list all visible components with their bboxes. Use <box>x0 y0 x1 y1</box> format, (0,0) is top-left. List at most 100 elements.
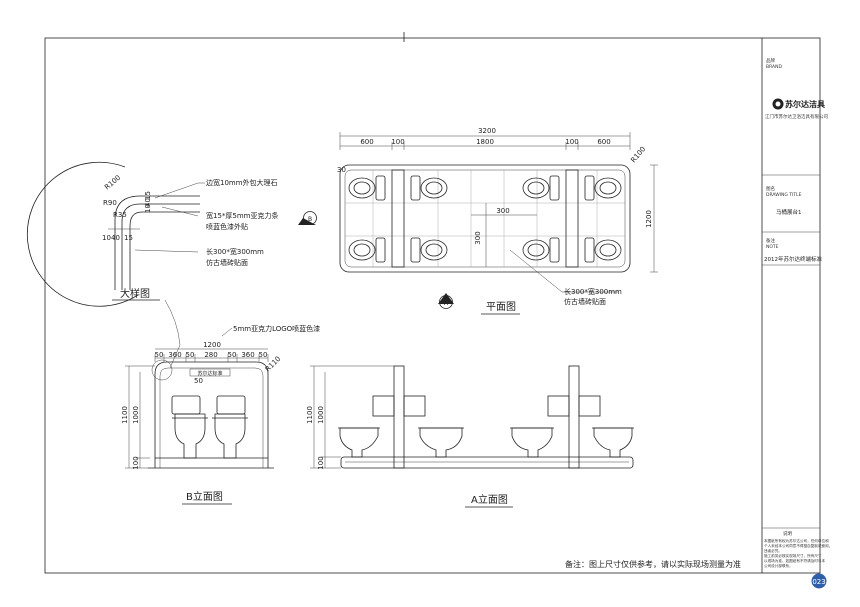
detail-d40: 40 <box>144 198 152 207</box>
statement-title: 说明 <box>783 530 792 537</box>
plan-platform-inner <box>344 169 626 268</box>
plan-depth: 1200 <box>645 210 653 228</box>
detail-h15: 15 <box>124 234 133 242</box>
plan-toilet <box>584 175 622 201</box>
svg-text:360: 360 <box>168 351 181 359</box>
plan-toilet <box>348 237 386 263</box>
detail-note-tile-2: 仿古墙砖贴面 <box>206 258 248 267</box>
elev-b-logo-offset: 50 <box>194 377 203 385</box>
page-number: 023 <box>812 578 825 586</box>
brand-logo-text: 苏尔达洁具 <box>785 99 825 109</box>
plan-seg-5: 600 <box>597 138 610 146</box>
name-label-en: DRAWING TITLE <box>766 192 802 198</box>
elev-b-total: 1200 <box>203 341 221 349</box>
detail-d10v: 10 <box>144 204 152 213</box>
svg-text:50: 50 <box>155 351 164 359</box>
elev-b-logo-text: 苏尔达标准 <box>197 370 222 377</box>
plan-platform-outer <box>339 164 631 273</box>
svg-text:个人未经本公司同意不得擅自复制或使用，: 个人未经本公司同意不得擅自复制或使用， <box>764 543 832 548</box>
elev-b-toilet <box>212 395 248 459</box>
plan-toilet <box>522 237 560 263</box>
section-marker-b: B <box>298 211 317 225</box>
elev-a-h-upper: 1000 <box>317 406 325 424</box>
svg-text:以现场为准。如图纸有不符请及时与本: 以现场为准。如图纸有不符请及时与本 <box>764 558 825 563</box>
name-value: 马桶展台1 <box>776 208 802 216</box>
brand-logo: 苏尔达洁具 <box>772 98 825 110</box>
remark-value: 2012年苏尔达终端标准 <box>764 255 822 263</box>
svg-text:公司设计部联系。: 公司设计部联系。 <box>764 563 793 568</box>
elev-b-logo-plate <box>189 368 231 377</box>
plan-edge: 30 <box>337 166 346 174</box>
svg-text:50: 50 <box>259 351 268 359</box>
name-label: 图名 <box>766 185 775 192</box>
detail-d15: 15 <box>144 191 152 200</box>
elev-a-partition-right <box>568 365 580 469</box>
plan-toilet <box>584 237 622 263</box>
elev-b-top-note: 5mm亚克力LOGO喷蓝色漆 <box>233 324 320 333</box>
svg-text:50: 50 <box>228 351 237 359</box>
svg-text:280: 280 <box>204 351 217 359</box>
svg-text:360: 360 <box>241 351 254 359</box>
elev-a-base <box>340 456 634 469</box>
brand-label: 品牌 <box>766 57 775 64</box>
detail-h40: 40 <box>111 234 120 242</box>
plan-seg-1: 600 <box>360 138 373 146</box>
company-name: 江门市苏尔达卫浴洁具有限公司 <box>765 113 828 120</box>
elev-a-h-lower: 100 <box>317 456 325 469</box>
detail-h10: 10 <box>102 234 111 242</box>
detail-r90: R90 <box>103 199 117 207</box>
elev-a-toilet <box>338 395 395 458</box>
section-marker-a: A <box>438 293 454 309</box>
marker-a-label: A <box>444 300 449 307</box>
elev-b-title: B立面图 <box>186 490 223 503</box>
plan-title: 平面图 <box>486 301 516 313</box>
statement-text: 本图纸所有权为苏尔达公司，任何单位和 个人未经本公司同意不得擅自复制或使用， 违… <box>764 538 832 568</box>
plan-toilet <box>348 175 386 201</box>
elev-a-title: A立面图 <box>471 493 508 506</box>
elev-a-toilet <box>510 395 570 458</box>
plan-tile-height: 300 <box>474 231 482 244</box>
plan-total-width: 3200 <box>478 127 496 135</box>
plan-seg-2: 100 <box>391 138 404 146</box>
plan-seg-3: 1800 <box>476 138 494 146</box>
plan-radius: R100 <box>629 145 647 164</box>
sheet-border <box>44 37 821 574</box>
plan-toilet <box>410 237 448 263</box>
remark-note: 备注：图上尺寸仅供参考，请以实际现场测量为准 <box>565 559 741 569</box>
elev-b-h-upper: 1000 <box>132 406 140 424</box>
plan-tile-grid <box>345 170 625 267</box>
plan-partition-right <box>565 169 579 268</box>
svg-text:施工前务必核实现场尺寸，所有尺寸: 施工前务必核实现场尺寸，所有尺寸 <box>764 553 822 558</box>
title-block: 品牌 BRAND 苏尔达洁具 江门市苏尔达卫浴洁具有限公司 图名 DRAWING… <box>761 38 832 573</box>
elev-b-h-total: 1100 <box>121 406 129 424</box>
remark-label-en: NOTE <box>766 244 779 250</box>
elev-b-h-lower: 100 <box>132 456 140 469</box>
plan-tile-note-2: 仿古墙砖贴面 <box>564 297 606 306</box>
plan-toilet <box>410 175 448 201</box>
elev-a-partition-left <box>393 365 405 469</box>
brand-label-en: BRAND <box>766 64 782 70</box>
svg-text:50: 50 <box>186 351 195 359</box>
detail-note-marble: 边宽10mm外包大理石 <box>206 178 278 187</box>
elev-a-toilet <box>578 395 634 458</box>
plan-partition-left <box>391 169 405 268</box>
detail-note-tile-1: 长300*宽300mm <box>206 247 264 256</box>
elevation-b: 5mm亚克力LOGO喷蓝色漆 1200 50 360 50 280 50 360… <box>121 324 320 505</box>
detail-view: R100 R90 R35 15 40 10 10 40 15 边宽10mm外包大… <box>26 161 279 369</box>
plan-view: 3200 600 100 1800 100 600 R100 30 <box>337 127 658 315</box>
detail-note-acrylic-2: 喷蓝色漆外贴 <box>206 222 248 231</box>
detail-r100: R100 <box>103 174 122 192</box>
elev-a-h-total: 1100 <box>306 406 314 424</box>
page-number-badge: 023 <box>811 573 827 589</box>
plan-tile-note-1: 长300*宽300mm <box>564 287 622 296</box>
elevation-a: 1100 1000 100 A立面图 <box>306 365 634 508</box>
elev-a-toilet <box>403 395 464 458</box>
detail-note-acrylic-1: 宽15*厚5mm亚克力条 <box>206 211 279 220</box>
plan-seg-4: 100 <box>565 138 578 146</box>
remark-label: 备注 <box>766 237 775 244</box>
plan-toilet <box>522 175 560 201</box>
detail-r35: R35 <box>113 211 127 219</box>
svg-text:违者必究。: 违者必究。 <box>764 548 782 553</box>
elev-b-toilet <box>171 395 208 459</box>
